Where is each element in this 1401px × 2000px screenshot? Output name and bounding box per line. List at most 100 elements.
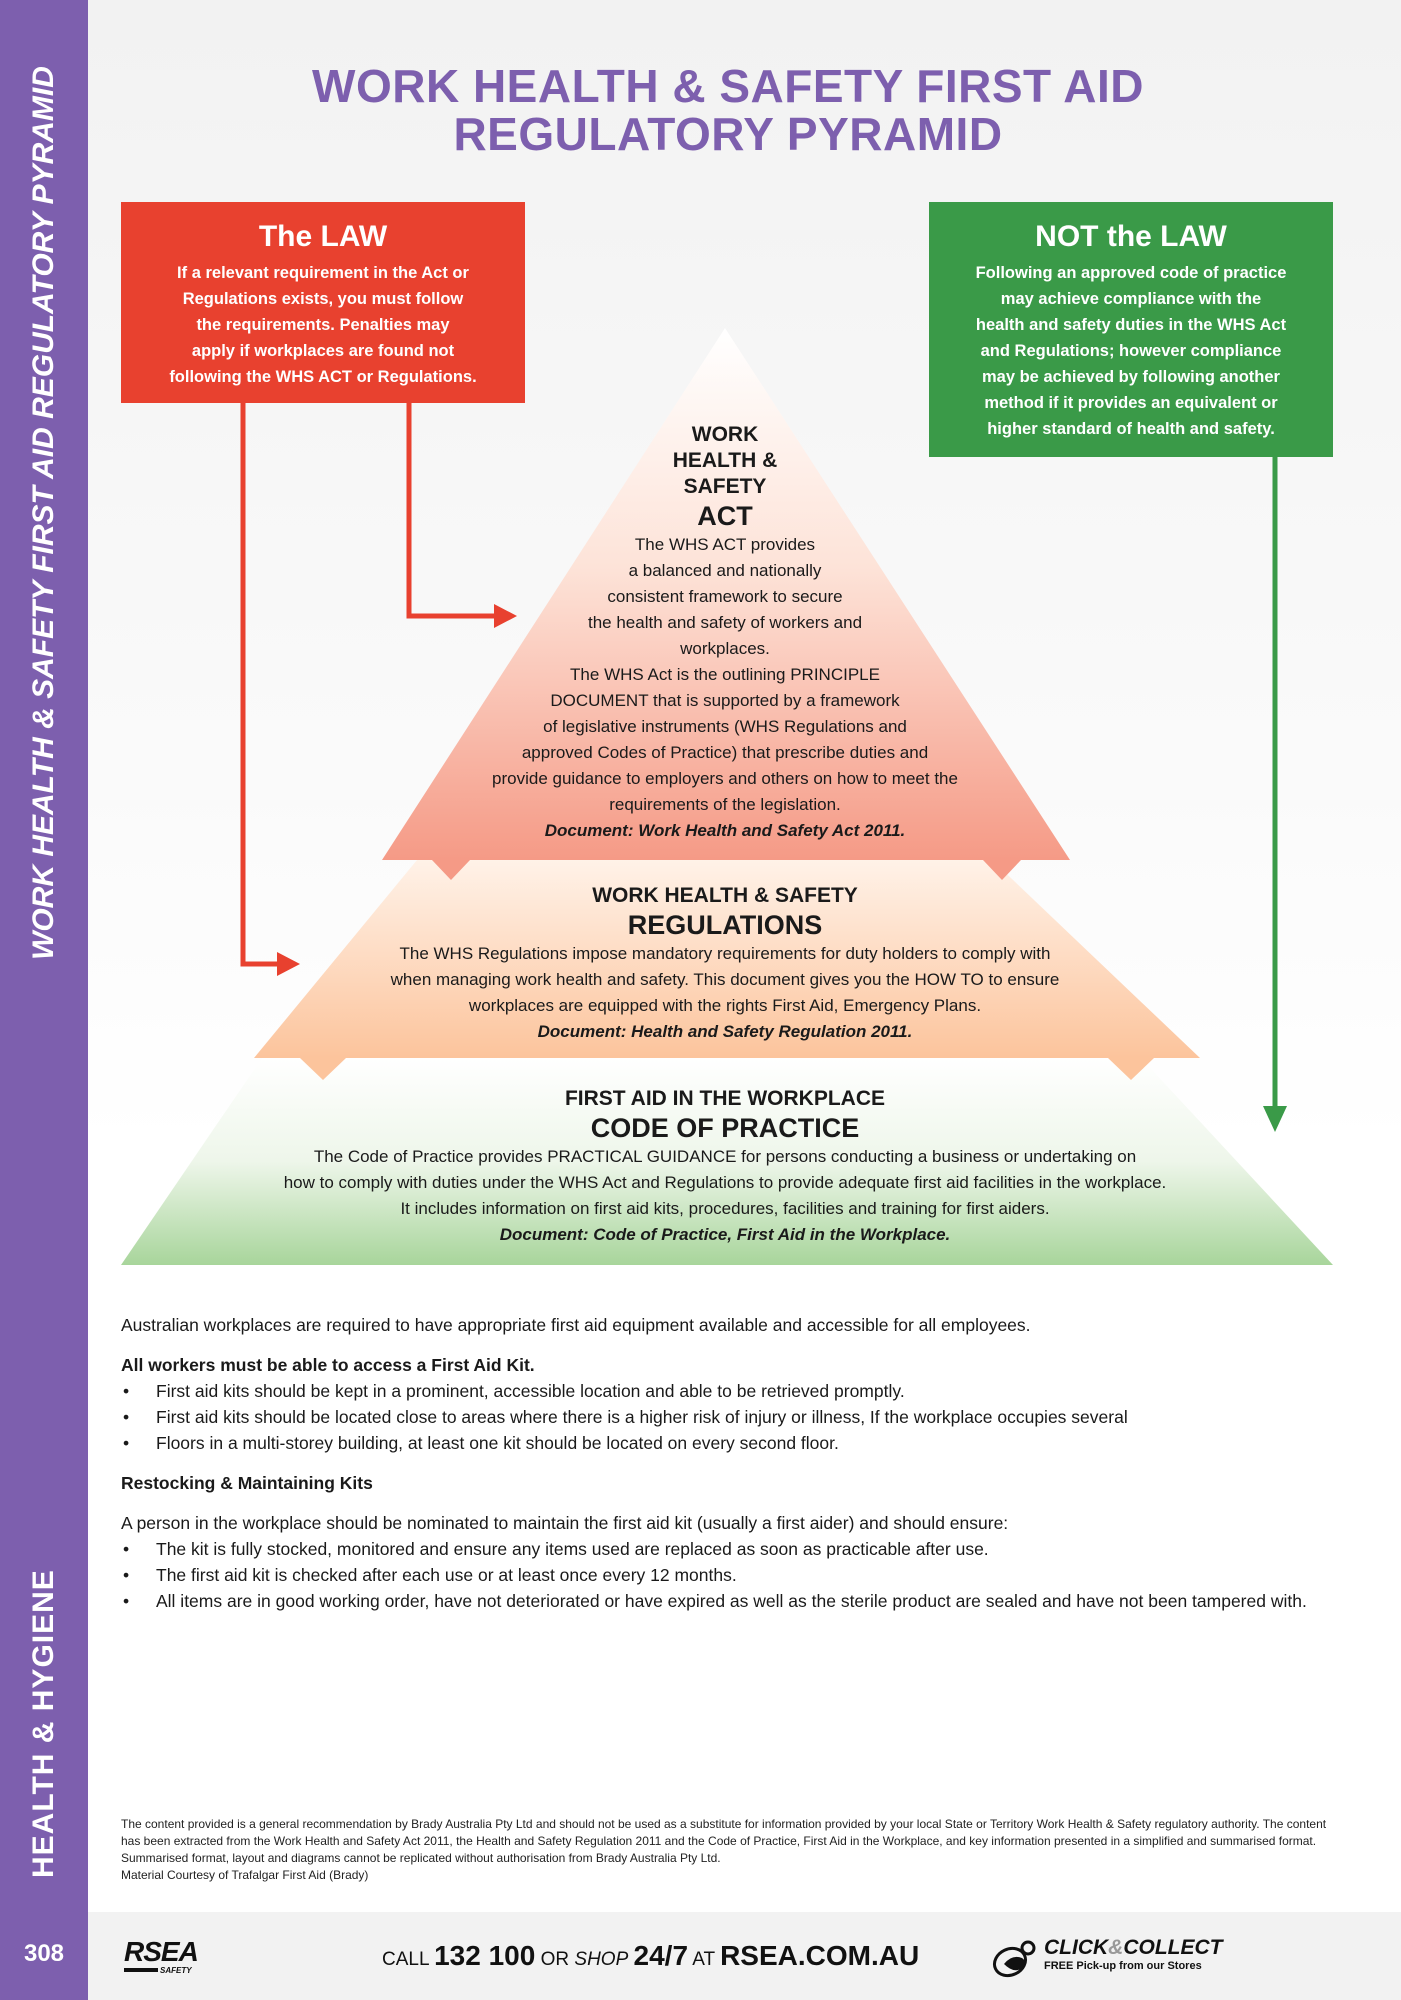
not-the-law-line: may be achieved by following another: [982, 368, 1280, 386]
click-collect-subtitle: FREE Pick-up from our Stores: [1044, 1960, 1202, 1972]
body-text: Australian workplaces are required to ha…: [121, 1312, 1341, 1628]
list-item: The first aid kit is checked after each …: [121, 1562, 1341, 1588]
tier-act-subtitle: WORK HEALTH & SAFETY: [460, 422, 990, 500]
access-bullet-list: First aid kits should be kept in a promi…: [121, 1378, 1341, 1456]
subtitle-line: HEALTH &: [672, 449, 778, 472]
click-collect-title: CLICK&COLLECT: [1044, 1936, 1223, 1960]
tier-notch: [983, 860, 1021, 880]
list-item: First aid kits should be kept in a promi…: [121, 1378, 1341, 1404]
regulatory-pyramid-diagram: [121, 328, 1333, 1265]
the-law-title: The LAW: [258, 220, 388, 253]
page-title: WORK HEALTH & SAFETY FIRST AID REGULATOR…: [88, 62, 1368, 158]
hours-label: 24/7: [633, 1940, 689, 1971]
rsea-logo[interactable]: RSEA SAFETY: [124, 1936, 214, 1976]
ampersand: &: [1108, 1936, 1124, 1959]
the-law-line: following the WHS ACT or Regulations.: [169, 368, 477, 386]
tier-notch: [1108, 1058, 1154, 1080]
not-the-law-line: health and safety duties in the WHS Act: [975, 316, 1287, 334]
body-line: The Code of Practice provides PRACTICAL …: [313, 1147, 1137, 1166]
collect-word: COLLECT: [1123, 1936, 1223, 1959]
restock-heading: Restocking & Maintaining Kits: [121, 1473, 373, 1493]
body-line: of legislative instruments (WHS Regulati…: [543, 717, 907, 736]
subtitle-line: WORK: [691, 423, 759, 446]
tier-act-document: Document: Work Health and Safety Act 201…: [544, 821, 906, 840]
pyramid-tier-act: [382, 328, 1070, 860]
not-the-law-line: method if it provides an equivalent or: [984, 394, 1278, 412]
restock-bullet-list: The kit is fully stocked, monitored and …: [121, 1536, 1341, 1614]
website-link[interactable]: RSEA.COM.AU: [720, 1940, 920, 1971]
tier-code-document: Document: Code of Practice, First Aid in…: [499, 1225, 951, 1244]
phone-number[interactable]: 132 100: [434, 1940, 536, 1971]
pyramid-tier-regulations: [254, 860, 1200, 1058]
body-line: It includes information on first aid kit…: [400, 1199, 1050, 1218]
tier-act-text: WORK HEALTH & SAFETY ACT The WHS ACT pro…: [460, 422, 990, 844]
not-the-law-line: higher standard of health and safety.: [987, 420, 1275, 438]
at-label: AT: [692, 1949, 715, 1970]
access-heading: All workers must be able to access a Fir…: [121, 1355, 535, 1375]
body-line: The WHS Act is the outlining PRINCIPLE: [570, 665, 880, 684]
not-the-law-line: Following an approved code of practice: [975, 264, 1287, 282]
arrow-head: [494, 604, 517, 628]
body-line: requirements of the legislation.: [609, 795, 841, 814]
not-the-law-text: Following an approved code of practice m…: [945, 260, 1317, 442]
the-law-line: Regulations exists, you must follow: [182, 290, 464, 308]
not-the-law-line: may achieve compliance with the: [1000, 290, 1262, 308]
click-collect-icon: [992, 1940, 1036, 1978]
shop-label: SHOP: [574, 1949, 629, 1970]
tier-regulations-title: REGULATIONS: [627, 910, 823, 940]
body-line: The WHS Regulations impose mandatory req…: [399, 944, 1051, 963]
logo-underline: [124, 1968, 158, 1972]
restock-intro: A person in the workplace should be nomi…: [121, 1513, 1009, 1533]
tier-code-body: The Code of Practice provides PRACTICAL …: [200, 1144, 1250, 1222]
tier-regulations-document: Document: Health and Safety Regulation 2…: [537, 1022, 913, 1041]
body-line: workplaces.: [680, 639, 770, 658]
logo-subtext: SAFETY: [160, 1966, 192, 1975]
body-line: approved Codes of Practice) that prescri…: [521, 743, 929, 762]
list-item: Floors in a multi-storey building, at le…: [121, 1430, 1341, 1456]
page-number: 308: [23, 1940, 65, 1967]
tier-code-subtitle: FIRST AID IN THE WORKPLACE: [564, 1087, 886, 1110]
body-line: DOCUMENT that is supported by a framewor…: [550, 691, 900, 710]
disclaimer-text: The content provided is a general recomm…: [121, 1817, 1327, 1865]
pyramid-tier-code-of-practice: [121, 1058, 1333, 1265]
disclaimer: The content provided is a general recomm…: [121, 1816, 1341, 1884]
disclaimer-credit: Material Courtesy of Trafalgar First Aid…: [121, 1868, 369, 1882]
tier-code-of-practice-text: FIRST AID IN THE WORKPLACE CODE OF PRACT…: [200, 1086, 1250, 1248]
body-line: workplaces are equipped with the rights …: [468, 996, 982, 1015]
footer: [88, 1912, 1401, 2000]
the-law-line: If a relevant requirement in the Act or: [177, 264, 469, 282]
logo-wordmark: RSEA: [124, 1936, 199, 1967]
list-item: First aid kits should be located close t…: [121, 1404, 1341, 1430]
contact-line: CALL 132 100 OR SHOP 24/7 AT RSEA.COM.AU: [382, 1940, 919, 1972]
body-line: when managing work health and safety. Th…: [390, 970, 1060, 989]
body-line: how to comply with duties under the WHS …: [283, 1173, 1167, 1192]
the-law-line: apply if workplaces are found not: [191, 342, 455, 360]
tier-notch: [300, 1058, 346, 1080]
intro-paragraph: Australian workplaces are required to ha…: [121, 1315, 1031, 1335]
tier-regulations-text: WORK HEALTH & SAFETY REGULATIONS The WHS…: [300, 883, 1150, 1045]
law-arrows: [240, 403, 500, 967]
subtitle-line: SAFETY: [683, 475, 767, 498]
sidebar-section-label: HEALTH & HYGIENE: [27, 1569, 60, 1878]
body-line: a balanced and nationally: [628, 561, 822, 580]
tier-code-title: CODE OF PRACTICE: [590, 1113, 860, 1143]
not-the-law-box: NOT the LAW Following an approved code o…: [929, 202, 1333, 457]
the-law-box: The LAW If a relevant requirement in the…: [121, 202, 525, 403]
arrow-head: [1263, 1106, 1287, 1132]
page-title-line-1: WORK HEALTH & SAFETY FIRST AID: [312, 60, 1144, 112]
tier-regulations-subtitle: WORK HEALTH & SAFETY: [592, 884, 858, 907]
left-sidebar: [0, 0, 88, 2000]
or-label: OR: [540, 1949, 570, 1970]
tier-act-title: ACT: [697, 501, 753, 531]
body-line: The WHS ACT provides: [634, 535, 816, 554]
list-item: The kit is fully stocked, monitored and …: [121, 1536, 1341, 1562]
tier-notch: [432, 860, 470, 880]
list-item: All items are in good working order, hav…: [121, 1588, 1341, 1614]
call-label: CALL: [382, 1949, 429, 1970]
not-the-law-line: and Regulations; however compliance: [980, 342, 1282, 360]
the-law-text: If a relevant requirement in the Act or …: [137, 260, 509, 390]
body-line: provide guidance to employers and others…: [492, 769, 958, 788]
click-collect-block[interactable]: CLICK&COLLECT FREE Pick-up from our Stor…: [1044, 1936, 1223, 1972]
tier-act-body: The WHS ACT provides a balanced and nati…: [460, 532, 990, 818]
the-law-line: the requirements. Penalties may: [196, 316, 450, 334]
